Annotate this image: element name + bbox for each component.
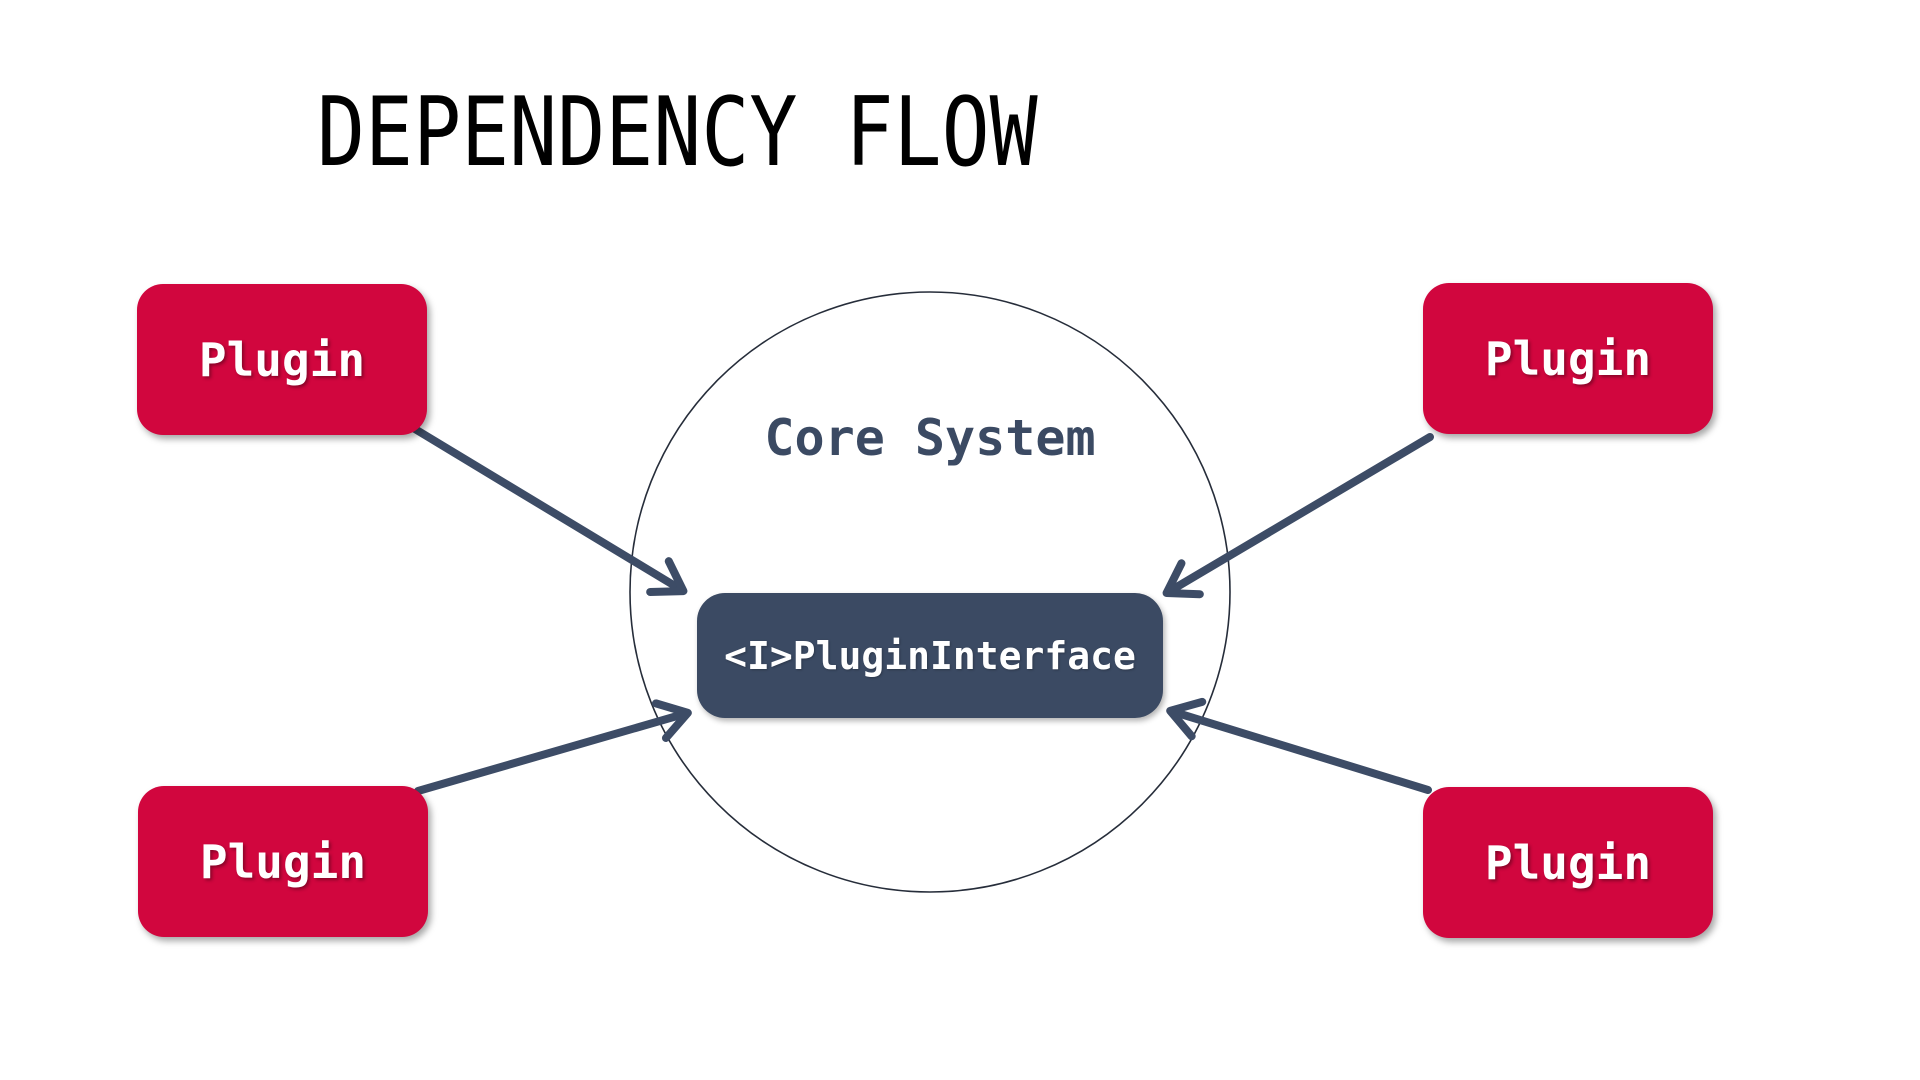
plugin-box-top-left: Plugin: [137, 284, 427, 435]
plugin-box-bottom-left: Plugin: [138, 786, 428, 937]
plugin-box-bottom-right: Plugin: [1423, 787, 1713, 938]
plugin-box-top-right: Plugin: [1423, 283, 1713, 434]
core-system-circle: [629, 291, 1231, 893]
plugin-interface-label: <I>PluginInterface: [724, 633, 1136, 678]
arrow-top-right-to-interface: [1162, 433, 1434, 599]
core-system-label: Core System: [764, 409, 1096, 467]
plugin-label: Plugin: [199, 834, 367, 889]
plugin-interface-box: <I>PluginInterface: [697, 593, 1163, 718]
arrow-top-left-to-interface: [406, 422, 688, 597]
plugin-label: Plugin: [198, 332, 366, 387]
arrow-bottom-left-to-interface: [414, 699, 692, 795]
plugin-label: Plugin: [1484, 835, 1652, 890]
plugin-label: Plugin: [1484, 331, 1652, 386]
diagram-title: DEPENDENCY FLOW: [317, 78, 1038, 188]
arrow-bottom-right-to-interface: [1166, 697, 1432, 794]
